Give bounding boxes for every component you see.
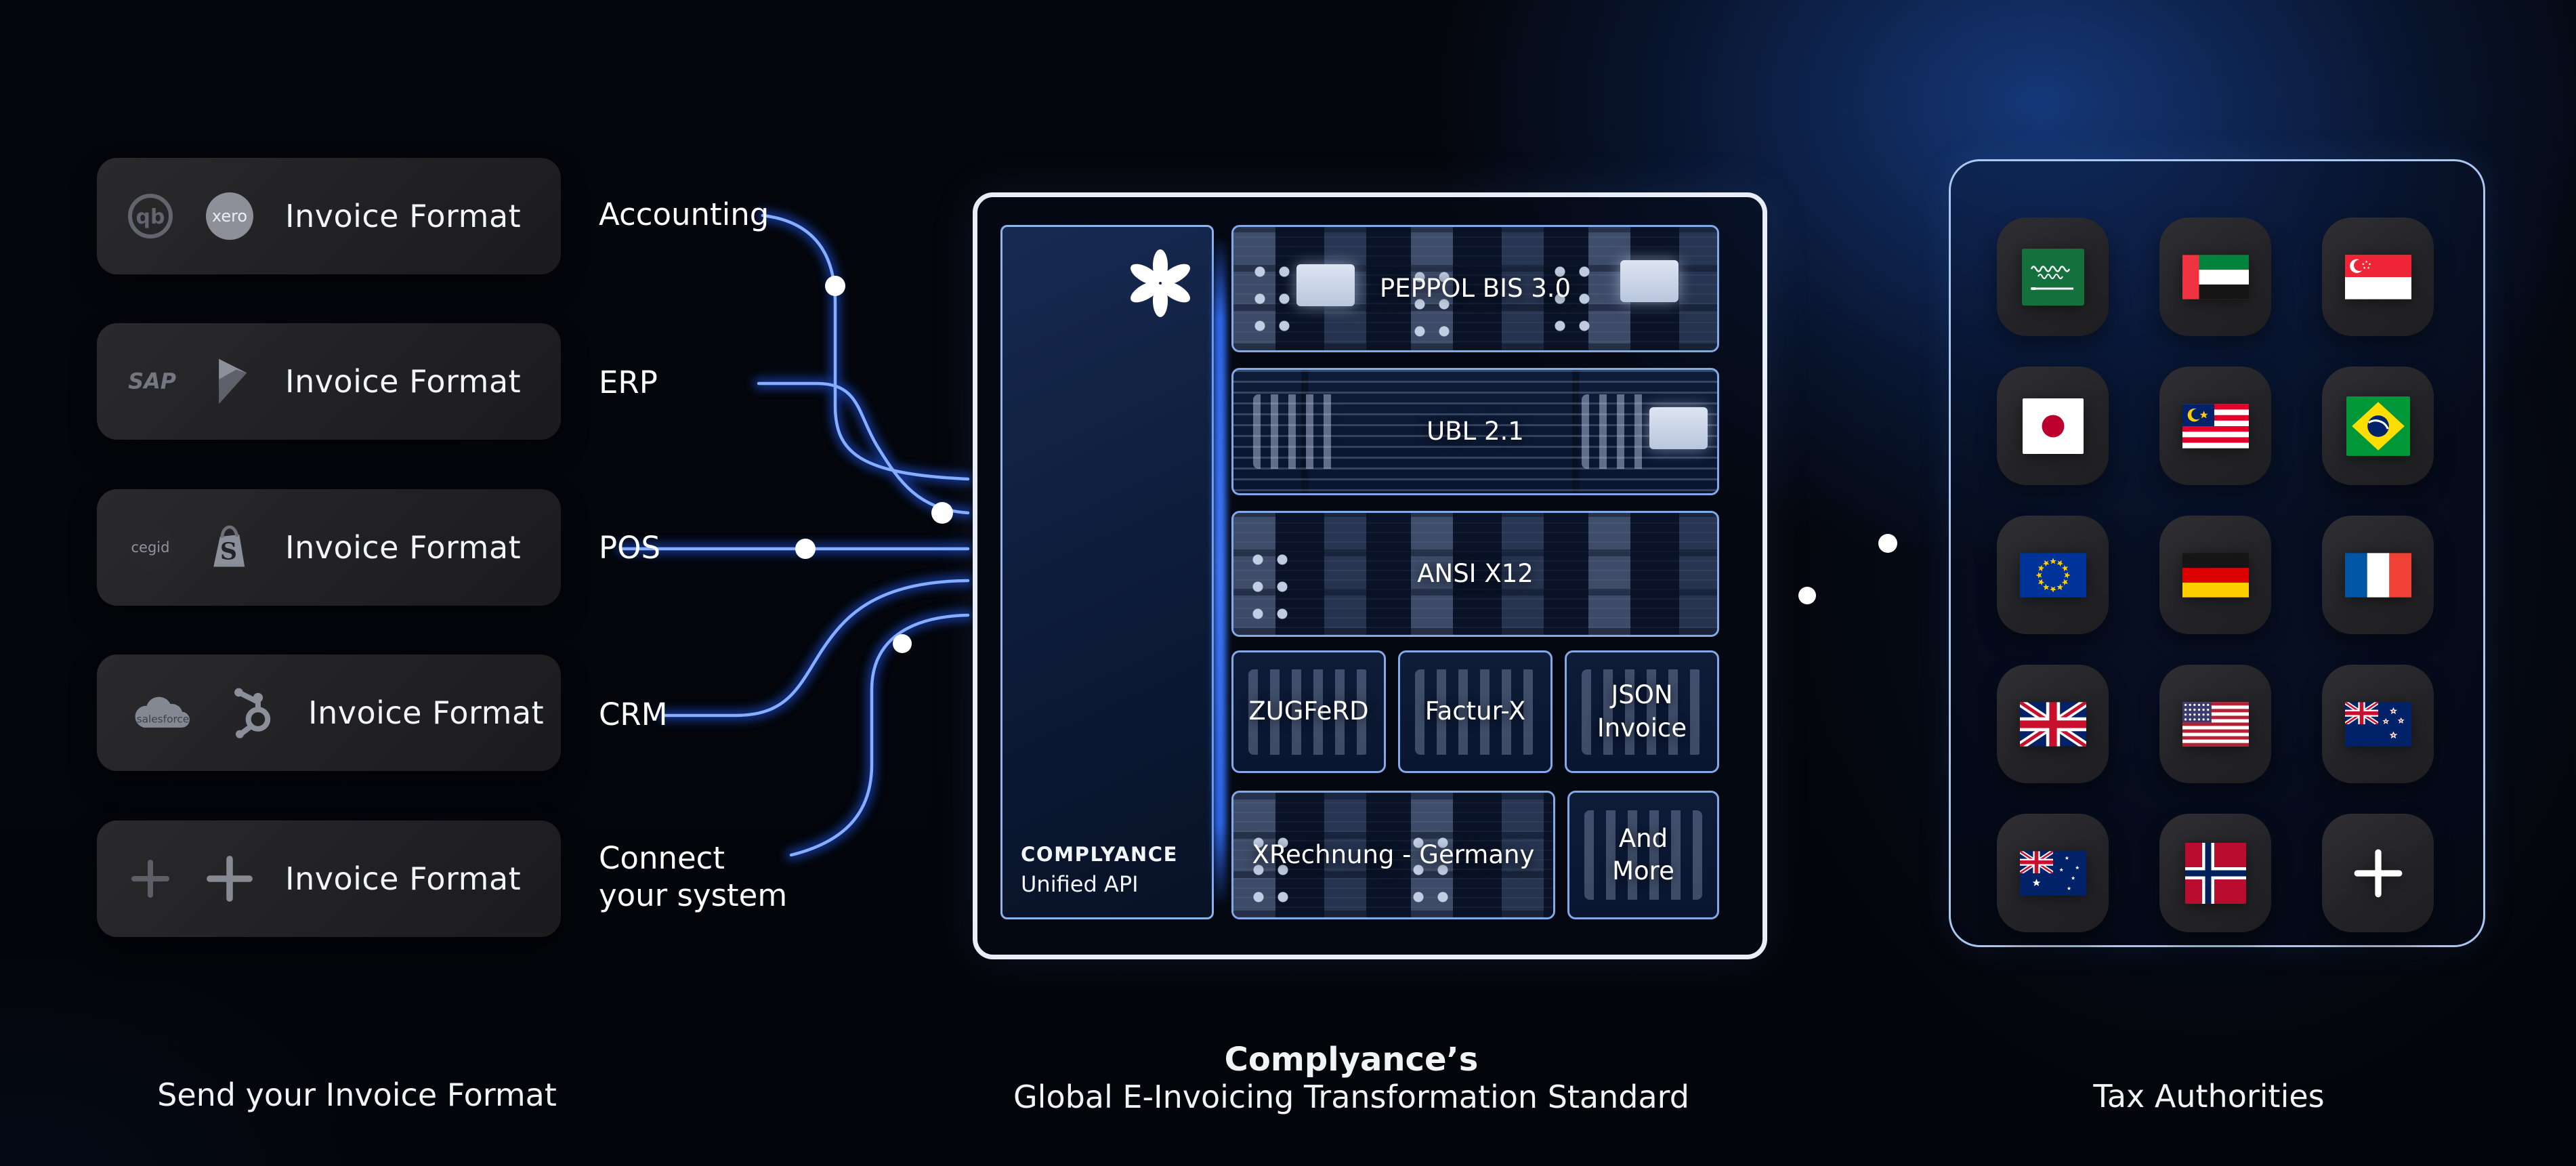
circuit-pattern: [1233, 370, 1717, 493]
salesforce-logo-icon: salesforce: [125, 687, 199, 738]
format-peppol-bis: PEPPOL BIS 3.0: [1231, 225, 1719, 352]
quickbooks-logo-icon: qb: [125, 190, 176, 242]
card-label: Invoice Format: [308, 694, 545, 731]
eu-flag: [1997, 516, 2109, 634]
brand-block: COMPLYANCE Unified API: [1021, 840, 1178, 900]
svg-text:S: S: [220, 537, 237, 565]
format-label: UBL 2.1: [1427, 416, 1524, 446]
format-label: ZUGFeRD: [1248, 696, 1369, 726]
format-label: PEPPOL BIS 3.0: [1379, 273, 1571, 303]
blue-glow-bar: [1214, 238, 1226, 904]
add-more-icon: [2322, 814, 2434, 932]
card-label: Invoice Format: [285, 363, 522, 400]
category-pos: POS: [599, 530, 661, 566]
brand-product: Unified API: [1021, 871, 1139, 897]
format-ubl: UBL 2.1: [1231, 368, 1719, 495]
hub-caption-subtitle: Global E-Invoicing Transformation Standa…: [1013, 1079, 1689, 1115]
category-connect-your-system: Connect your system: [599, 840, 788, 913]
format-label: JSON Invoice: [1597, 680, 1687, 743]
circuit-bars-decoration: [1582, 394, 1650, 469]
sources-caption: Send your Invoice Format: [157, 1077, 557, 1113]
format-factur-x: Factur-X: [1398, 650, 1553, 773]
circuit-pattern: [1415, 669, 1536, 755]
uk-flag: [1997, 665, 2109, 783]
usa-flag: [2159, 665, 2271, 783]
source-card-accounting: qb xero Invoice Format: [97, 158, 561, 274]
source-card-crm: salesforce Invoice Format: [97, 654, 561, 771]
tax-authorities-panel: [1949, 159, 2485, 947]
plus-icon: [125, 853, 176, 904]
category-crm: CRM: [599, 696, 668, 732]
brazil-flag: [2322, 367, 2434, 485]
format-and-more: And More: [1567, 791, 1719, 919]
singapore-flag: [2322, 217, 2434, 336]
source-card-pos: cegid S Invoice Format: [97, 489, 561, 606]
svg-text:qb: qb: [136, 205, 165, 229]
svg-text:cegid: cegid: [131, 539, 170, 556]
circuit-dots-decoration: [1246, 830, 1295, 911]
format-label: And More: [1612, 823, 1674, 886]
hubspot-logo-icon: [227, 687, 278, 738]
format-xrechnung: XRechnung - Germany: [1231, 791, 1555, 919]
format-ansi-x12: ANSI X12: [1231, 511, 1719, 637]
norway-flag: [2159, 814, 2271, 932]
plus-icon: [204, 853, 255, 904]
card-label: Invoice Format: [285, 529, 522, 566]
circuit-chip-decoration: [1649, 407, 1708, 449]
format-label: Factur-X: [1424, 696, 1526, 726]
new-zealand-flag: [2322, 665, 2434, 783]
france-flag: [2322, 516, 2434, 634]
source-card-erp: SAP Invoice Format: [97, 323, 561, 440]
circuit-dots-decoration: [1548, 259, 1597, 339]
category-accounting: Accounting: [599, 196, 769, 232]
hub-caption-title: Complyance’s: [1224, 1041, 1479, 1079]
germany-flag: [2159, 516, 2271, 634]
complyance-asterisk-icon: [1128, 245, 1193, 324]
dynamics365-logo-icon: [204, 356, 255, 407]
saudi-arabia-flag: [1997, 217, 2109, 336]
uae-flag: [2159, 217, 2271, 336]
svg-text:xero: xero: [212, 207, 247, 226]
circuit-pattern: [1248, 669, 1369, 755]
malaysia-flag: [2159, 367, 2271, 485]
cegid-logo-icon: cegid: [125, 522, 176, 573]
sap-logo-icon: SAP: [125, 356, 176, 407]
format-zugferd: ZUGFeRD: [1231, 650, 1386, 773]
brand-name: COMPLYANCE: [1021, 842, 1179, 866]
circuit-bars-decoration: [1252, 394, 1340, 469]
complyance-api-panel: COMPLYANCE Unified API: [1000, 225, 1214, 919]
circuit-chip-decoration: [1620, 260, 1679, 303]
australia-flag: [1997, 814, 2109, 932]
format-label: ANSI X12: [1417, 558, 1534, 588]
circuit-pattern: [1584, 810, 1703, 900]
svg-text:SAP: SAP: [128, 369, 176, 394]
card-label: Invoice Format: [285, 860, 522, 897]
circuit-pattern: [1233, 513, 1717, 635]
format-label: XRechnung - Germany: [1252, 839, 1535, 869]
tax-caption: Tax Authorities: [2093, 1078, 2325, 1115]
format-json-invoice: JSON Invoice: [1565, 650, 1719, 773]
source-card-custom: Invoice Format: [97, 820, 561, 937]
circuit-dots-decoration: [1248, 259, 1297, 339]
circuit-dots-decoration: [1245, 547, 1294, 627]
svg-text:salesforce: salesforce: [137, 713, 190, 726]
xero-logo-icon: xero: [204, 190, 255, 242]
circuit-chip-decoration: [1296, 264, 1355, 306]
japan-flag: [1997, 367, 2109, 485]
category-erp: ERP: [599, 365, 658, 400]
circuit-dots-decoration: [1406, 830, 1455, 911]
shopify-logo-icon: S: [204, 522, 255, 573]
circuit-dots-decoration: [1408, 264, 1457, 344]
circuit-pattern: [1582, 669, 1702, 755]
card-label: Invoice Format: [285, 198, 522, 234]
